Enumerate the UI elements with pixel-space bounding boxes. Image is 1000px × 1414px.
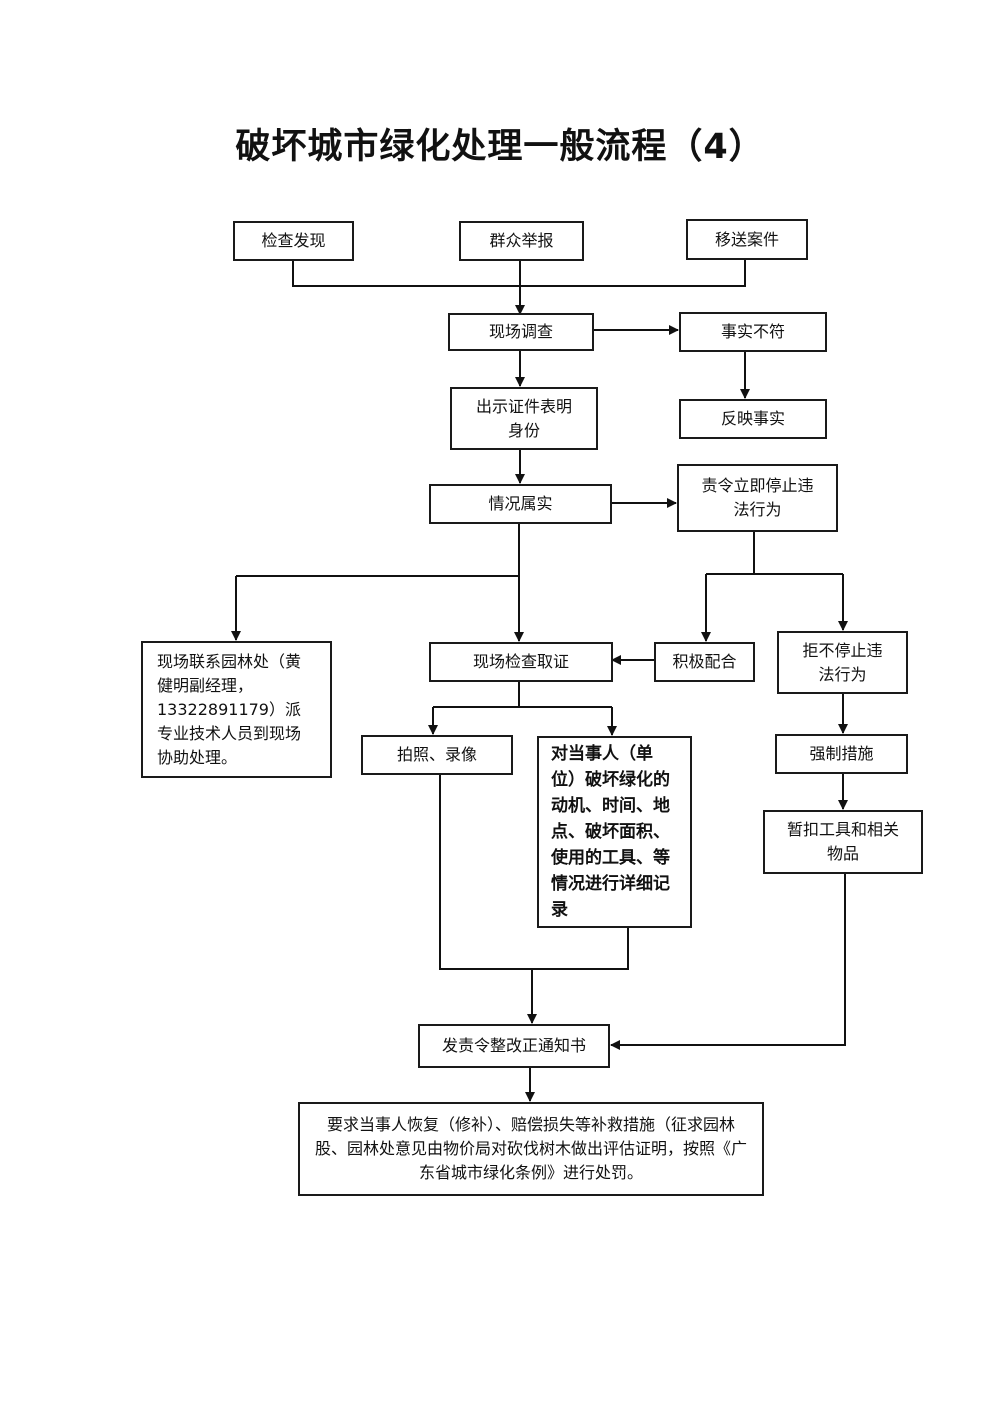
node-inspect: 检查发现 xyxy=(233,221,354,261)
node-verified: 情况属实 xyxy=(429,484,612,524)
node-report: 群众举报 xyxy=(459,221,584,261)
node-cooperate: 积极配合 xyxy=(654,642,755,682)
node-notice: 发责令整改正通知书 xyxy=(418,1024,610,1068)
edge-evidence-split xyxy=(433,681,612,708)
edge-verified-split xyxy=(236,523,520,577)
edge-photo-merge xyxy=(439,775,629,970)
node-seize: 暂扣工具和相关物品 xyxy=(763,810,923,874)
page-title: 破坏城市绿化处理一般流程（4） xyxy=(235,127,765,167)
node-mismatch: 事实不符 xyxy=(679,312,827,352)
node-force: 强制措施 xyxy=(775,734,908,774)
node-photo: 拍照、录像 xyxy=(361,735,513,775)
edge-seize-notice xyxy=(610,873,846,1050)
node-order-stop: 责令立即停止违法行为 xyxy=(677,464,838,532)
edge-orderstop-split xyxy=(706,531,843,575)
node-feedback: 反映事实 xyxy=(679,399,827,439)
node-refuse: 拒不停止违法行为 xyxy=(777,631,908,694)
node-survey: 现场调查 xyxy=(448,313,594,351)
node-record: 对当事人（单位）破坏绿化的动机、时间、地点、破坏面积、使用的工具、等情况进行详细… xyxy=(537,736,692,928)
node-contact-garden: 现场联系园林处（黄健明副经理，13322891179）派专业技术人员到现场协助处… xyxy=(141,641,332,778)
node-final: 要求当事人恢复（修补）、赔偿损失等补救措施（征求园林股、园林处意见由物价局对砍伐… xyxy=(298,1102,764,1196)
node-transfer: 移送案件 xyxy=(686,219,808,260)
node-evidence: 现场检查取证 xyxy=(429,642,613,682)
node-show-id: 出示证件表明身份 xyxy=(450,387,598,450)
